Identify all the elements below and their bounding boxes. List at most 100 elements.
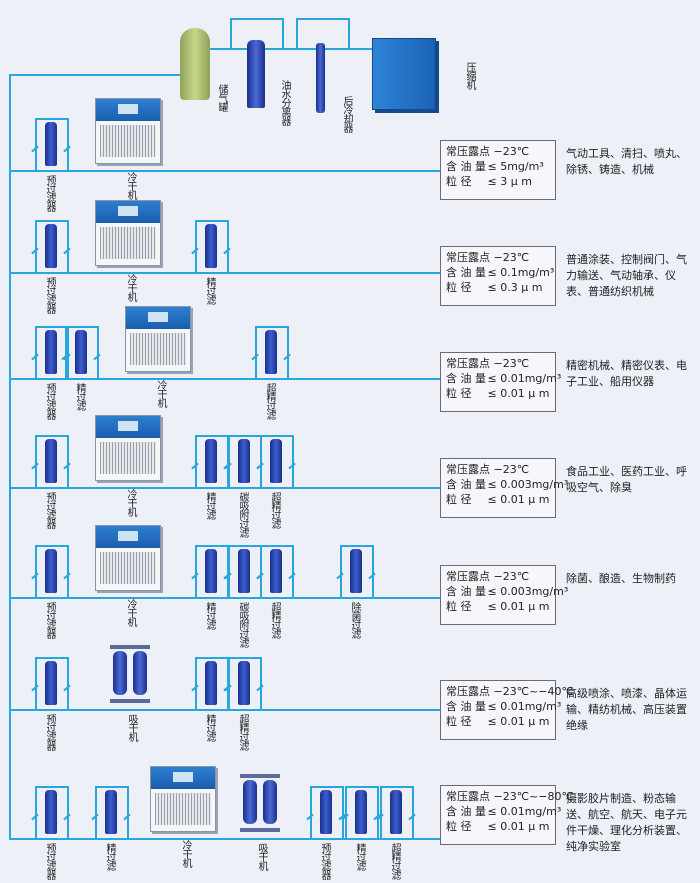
bypass-loop	[35, 326, 69, 378]
bypass-loop	[255, 326, 289, 378]
spec-value: −23℃~−40℃	[493, 685, 574, 698]
spec-row: 含 油 量 ≤ 5mg/m³	[446, 159, 550, 174]
bypass-loop	[345, 786, 379, 838]
bypass-loop	[35, 545, 69, 597]
dryer-panel	[118, 531, 138, 541]
component-label: 精过滤	[204, 602, 215, 629]
component-label: 预过滤器	[319, 843, 330, 879]
application-text: 摄影胶片制造、粉态输送、航空、航天、电子元件干燥、理化分析装置、纯净实验室	[566, 792, 687, 853]
filter-6	[390, 790, 402, 834]
spec-row: 常压露点 −23℃	[446, 569, 550, 584]
filter-1	[105, 790, 117, 834]
oil-water-separator	[247, 40, 265, 108]
refrigerated-dryer	[125, 306, 191, 372]
bypass-loop	[340, 545, 374, 597]
component-label: 预过滤器	[44, 714, 55, 750]
component-label: 精过滤	[74, 383, 85, 410]
spec-row: 粒 径 ≤ 0.01 μ m	[446, 714, 550, 729]
dryer-grille	[100, 227, 156, 259]
spec-value: −23℃	[493, 251, 530, 264]
filter-4	[320, 790, 332, 834]
bypass-loop	[260, 435, 294, 487]
aftercooler-bypass	[296, 18, 350, 49]
filter-3	[238, 439, 250, 483]
spec-row: 含 油 量 ≤ 0.01mg/m³	[446, 804, 561, 819]
top-pipe	[208, 48, 374, 50]
dryer-grille	[100, 552, 156, 584]
spec-value: ≤ 0.01 μ m	[487, 387, 550, 400]
main-vertical-pipe	[9, 74, 11, 840]
spec-label: 含 油 量	[446, 372, 486, 385]
spec-row: 粒 径 ≤ 0.01 μ m	[446, 492, 550, 507]
filter-0	[45, 122, 57, 166]
spec-value: −23℃~−80℃	[493, 790, 574, 803]
spec-label: 常压露点	[446, 685, 490, 698]
filter-3	[265, 330, 277, 374]
component-label: 精过滤	[204, 277, 215, 304]
spec-label: 常压露点	[446, 357, 490, 370]
spec-value: ≤ 0.01 μ m	[487, 600, 550, 613]
component-label: 超精过滤	[269, 602, 280, 638]
spec-label: 含 油 量	[446, 700, 486, 713]
spec-row: 粒 径 ≤ 0.01 μ m	[446, 819, 550, 834]
spec-label: 粒 径	[446, 175, 472, 188]
dryer-grille	[155, 793, 211, 825]
spec-value: ≤ 5mg/m³	[487, 160, 544, 173]
tank-label: 储气罐	[216, 84, 227, 111]
component-label: 预过滤器	[44, 383, 55, 419]
spec-label: 常压露点	[446, 790, 490, 803]
spec-value: ≤ 0.3 μ m	[487, 281, 543, 294]
filter-3	[238, 549, 250, 593]
refrigerated-dryer	[150, 766, 216, 832]
component-label: 吸干机	[256, 843, 267, 870]
spec-value: −23℃	[493, 570, 530, 583]
component-label: 冷干机	[155, 380, 166, 407]
filter-4	[270, 549, 282, 593]
component-label: 预过滤器	[44, 843, 55, 879]
spec-label: 含 油 量	[446, 585, 486, 598]
filter-0	[45, 790, 57, 834]
spec-label: 粒 径	[446, 493, 472, 506]
aftercooler-label: 后冷却器	[341, 96, 352, 132]
frame-bar	[110, 645, 150, 649]
component-label: 除菌过滤	[349, 602, 360, 638]
spec-row: 粒 径 ≤ 3 μ m	[446, 174, 550, 189]
spec-row: 粒 径 ≤ 0.01 μ m	[446, 599, 550, 614]
filter-0	[45, 439, 57, 483]
spec-value: −23℃	[493, 357, 530, 370]
spec-value: ≤ 0.003mg/m³	[487, 478, 569, 491]
spec-label: 粒 径	[446, 820, 472, 833]
row-pipe	[10, 272, 440, 274]
spec-label: 常压露点	[446, 463, 490, 476]
row-pipe	[10, 597, 440, 599]
component-label: 预过滤器	[44, 602, 55, 638]
filter-0	[45, 224, 57, 268]
row-pipe	[10, 709, 440, 711]
spec-label: 粒 径	[446, 600, 472, 613]
component-label: 冷干机	[125, 274, 136, 301]
application-text: 普通涂装、控制阀门、气力输送、气动轴承、仪表、普通纺织机械	[566, 253, 687, 298]
spec-value: ≤ 0.01 μ m	[487, 493, 550, 506]
bypass-loop	[35, 220, 69, 272]
component-label: 预过滤器	[44, 175, 55, 211]
spec-row: 含 油 量 ≤ 0.003mg/m³	[446, 477, 568, 492]
dryer-tower	[243, 780, 257, 824]
bypass-loop	[35, 435, 69, 487]
adsorption-dryer	[240, 774, 280, 834]
spec-label: 含 油 量	[446, 478, 486, 491]
spec-row: 粒 径 ≤ 0.01 μ m	[446, 386, 550, 401]
compressor-label: 压缩机	[464, 62, 475, 89]
refrigerated-dryer	[95, 415, 161, 481]
spec-label: 常压露点	[446, 145, 490, 158]
component-label: 冷干机	[125, 172, 136, 199]
spec-value: ≤ 3 μ m	[487, 175, 532, 188]
dryer-tower	[263, 780, 277, 824]
component-label: 吸干机	[126, 714, 137, 741]
dryer-grille	[100, 125, 156, 157]
component-label: 精过滤	[204, 492, 215, 519]
spec-label: 粒 径	[446, 281, 472, 294]
